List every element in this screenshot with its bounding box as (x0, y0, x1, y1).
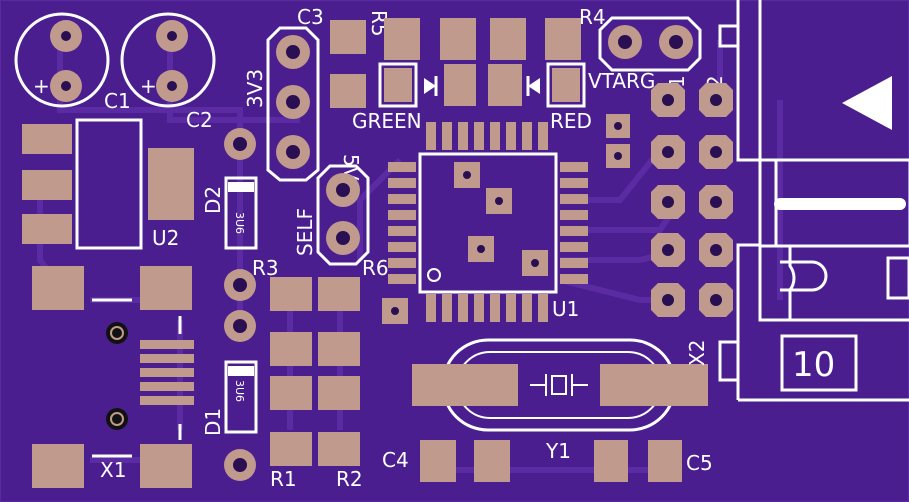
isp-pin-hole (710, 146, 722, 158)
d2-value: 3U6 (233, 212, 246, 234)
usb-connector-outline (718, 0, 909, 402)
r4-label: R4 (579, 5, 606, 29)
u1-pad-top (490, 122, 500, 150)
u1-pad-left (388, 258, 416, 268)
c1-plus-label: + (33, 74, 50, 98)
diode-d2: 3U6 (224, 128, 258, 301)
u1-pad-bottom (426, 294, 436, 322)
isp-pin-hole (662, 244, 674, 256)
isp-pin-hole (662, 196, 674, 208)
u1-pad-left (388, 162, 416, 172)
c5-pad-2 (648, 440, 682, 482)
regulator-u2 (22, 118, 194, 250)
c1-label: C1 (104, 89, 131, 113)
led-green-diode-icon (424, 78, 436, 94)
u1-pad-bottom (458, 294, 468, 322)
u1-pad-left (388, 274, 416, 284)
r6-label: R6 (362, 256, 389, 280)
c4-pad-1 (420, 440, 456, 482)
label-3v3: 3V3 (243, 69, 267, 108)
x1-label: X1 (100, 458, 126, 482)
red-label: RED (550, 109, 592, 133)
crystal-y1 (412, 338, 708, 432)
c4-label: C4 (382, 448, 409, 472)
c2-label: C2 (186, 108, 213, 132)
u1-pad-left (388, 210, 416, 220)
u1-pad-top (426, 122, 436, 150)
header-count-label: 10 (792, 345, 835, 385)
self-label: SELF (293, 208, 317, 256)
isp-pin-hole (710, 94, 722, 106)
u1-pad-bottom (474, 294, 484, 322)
jumper-vtarg (598, 16, 702, 72)
usb-connector-x1 (32, 266, 194, 488)
u1-pad-bottom (538, 294, 548, 322)
u1-pad-top (474, 122, 484, 150)
u1-pad-right (560, 162, 588, 172)
u1-pad-right (560, 210, 588, 220)
u1-pad-right (560, 242, 588, 252)
u1-pad-top (506, 122, 516, 150)
d1-value: 3U6 (233, 380, 246, 402)
c3-label: C3 (297, 5, 324, 29)
mcu-u1 (388, 122, 588, 322)
u1-pad-left (388, 242, 416, 252)
u1-pad-left (388, 194, 416, 204)
r3-label: R3 (252, 256, 279, 280)
r2-label: R2 (336, 467, 363, 491)
led-green (378, 18, 476, 108)
r1-label: R1 (270, 467, 297, 491)
jumper-self (316, 164, 370, 266)
capacitor-c2: + (120, 12, 216, 108)
u1-pad-top (458, 122, 468, 150)
u1-pad-right (560, 178, 588, 188)
isp-pin-hole (710, 196, 722, 208)
c5-pad-1 (594, 440, 628, 482)
led-red (488, 18, 586, 108)
c2-plus-label: + (140, 74, 157, 98)
crystal-symbol-icon (530, 374, 588, 396)
c3-pad-2 (330, 74, 366, 108)
u1-pad-bottom (490, 294, 500, 322)
u1-pad-right (560, 226, 588, 236)
u1-pad-bottom (442, 294, 452, 322)
capacitor-c1: + (14, 12, 110, 108)
c5-label: C5 (686, 451, 713, 475)
isp-pin-hole (710, 244, 722, 256)
x2-label: X2 (685, 340, 709, 366)
c3-pad-1 (330, 20, 366, 54)
u1-pad-right (560, 258, 588, 268)
isp-pin-hole (662, 94, 674, 106)
u1-pad-right (560, 194, 588, 204)
u1-pad-left (388, 226, 416, 236)
d1-label: D1 (201, 408, 225, 436)
u1-pad-bottom (522, 294, 532, 322)
y1-label: Y1 (545, 439, 571, 463)
u1-pad-bottom (506, 294, 516, 322)
green-label: GREEN (352, 109, 422, 133)
u1-pad-top (442, 122, 452, 150)
u1-pad-left (388, 178, 416, 188)
isp-pin-hole (662, 294, 674, 306)
u1-pad-top (522, 122, 532, 150)
pin1-triangle-icon (842, 76, 892, 130)
u1-label: U1 (552, 297, 579, 321)
u2-label: U2 (152, 226, 179, 250)
d2-label: D2 (201, 186, 225, 214)
led-red-diode-icon (528, 78, 540, 94)
isp-pin-hole (662, 146, 674, 158)
vtarg-label: VTARG (588, 69, 655, 93)
u1-pad-top (538, 122, 548, 150)
c4-pad-2 (474, 440, 510, 482)
resistor-pads (270, 277, 360, 466)
u1-pad-right (560, 274, 588, 284)
isp-header (651, 83, 733, 317)
header-3v3-5v (266, 26, 320, 182)
diode-d1: 3U6 (224, 310, 258, 481)
isp-pin-hole (710, 294, 722, 306)
